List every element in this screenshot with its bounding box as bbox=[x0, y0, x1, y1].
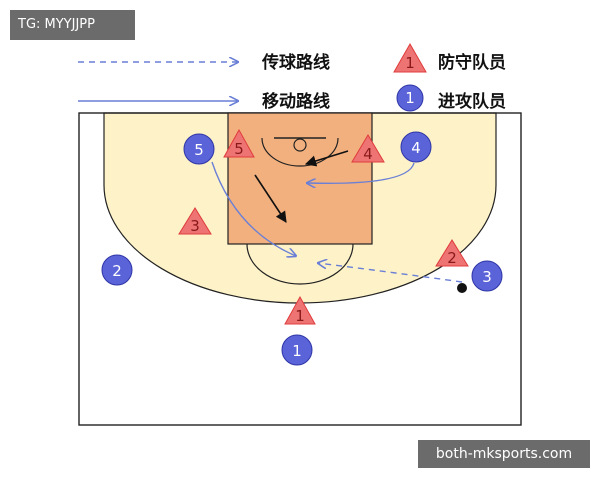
svg-text:1: 1 bbox=[405, 54, 415, 72]
defender-1: 1 bbox=[284, 295, 316, 325]
svg-text:2: 2 bbox=[447, 249, 457, 267]
attacker-legend-label: 进攻队员 bbox=[438, 91, 506, 112]
attacker-4: 4 bbox=[400, 131, 432, 163]
defender-2: 2 bbox=[435, 239, 469, 267]
restricted-arc bbox=[261, 137, 339, 167]
pass-route-3 bbox=[318, 263, 463, 283]
attacker-legend-icon: 1 bbox=[396, 84, 424, 112]
move-route-legend-label: 移动路线 bbox=[262, 91, 330, 112]
defender-move-4 bbox=[304, 150, 349, 167]
attacker-5: 5 bbox=[183, 133, 215, 165]
ball bbox=[457, 283, 467, 293]
watermark-top: TG: MYYJJPP bbox=[10, 10, 135, 40]
defender-legend-icon: 1 bbox=[393, 42, 427, 73]
move-route-5 bbox=[211, 161, 296, 256]
svg-text:4: 4 bbox=[363, 145, 373, 163]
paint-area bbox=[227, 112, 373, 245]
attacker-2: 2 bbox=[101, 254, 133, 286]
svg-text:1: 1 bbox=[295, 307, 305, 325]
basket-rim bbox=[293, 138, 307, 152]
svg-text:1: 1 bbox=[292, 342, 302, 360]
defender-4: 4 bbox=[351, 134, 385, 163]
svg-text:5: 5 bbox=[194, 141, 204, 159]
svg-text:5: 5 bbox=[234, 140, 244, 158]
free-throw-arc bbox=[246, 243, 354, 285]
svg-text:4: 4 bbox=[411, 139, 421, 157]
move-route-4 bbox=[307, 162, 415, 183]
watermark-bottom: both-mksports.com bbox=[418, 440, 590, 468]
defender-3: 3 bbox=[178, 207, 212, 235]
half-court bbox=[78, 112, 522, 426]
attacker-3: 3 bbox=[471, 260, 503, 292]
defender-move-5 bbox=[254, 174, 287, 223]
svg-text:3: 3 bbox=[190, 217, 200, 235]
defender-legend-label: 防守队员 bbox=[438, 52, 506, 73]
attacker-1: 1 bbox=[281, 334, 313, 366]
svg-text:2: 2 bbox=[112, 262, 122, 280]
pass-route-legend-label: 传球路线 bbox=[261, 52, 330, 73]
svg-text:1: 1 bbox=[405, 89, 415, 107]
svg-text:3: 3 bbox=[482, 268, 492, 286]
defender-5: 5 bbox=[223, 128, 255, 158]
